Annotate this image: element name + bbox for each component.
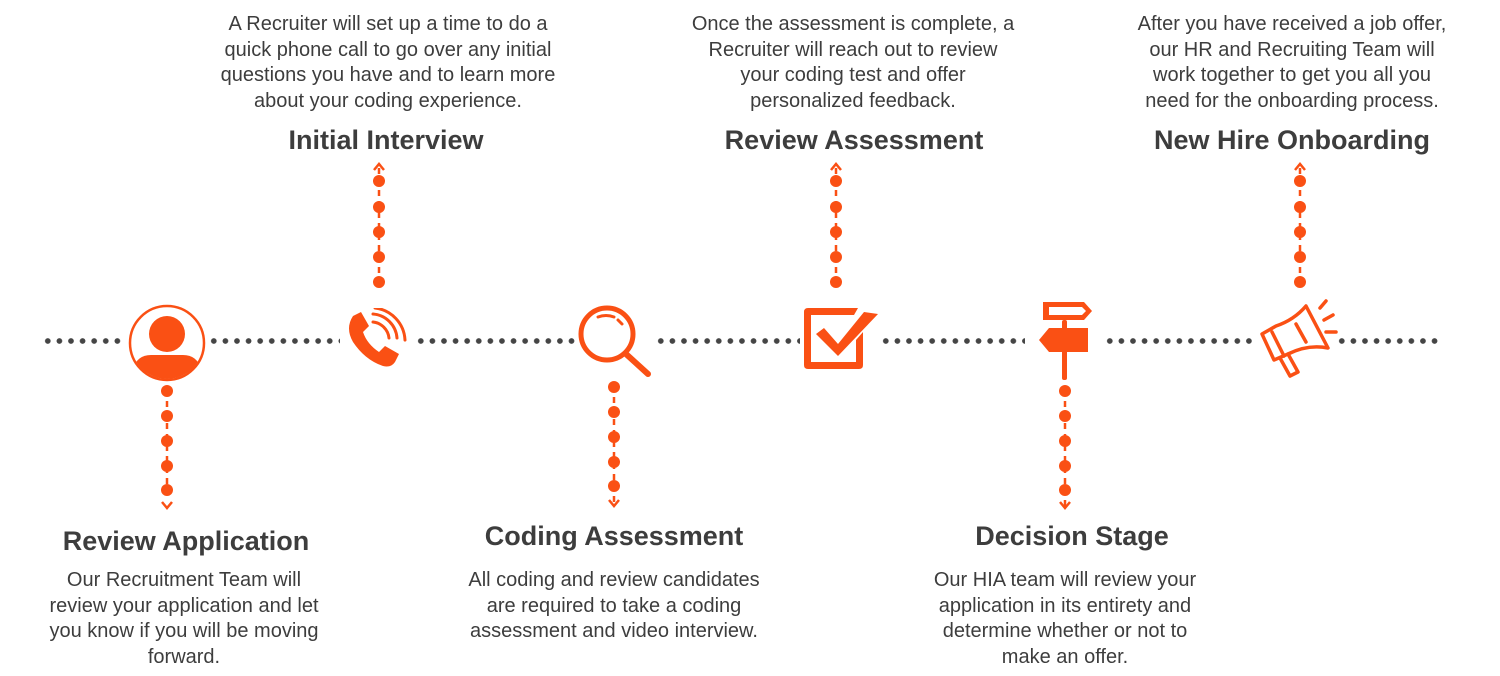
checkbox-icon	[804, 308, 878, 369]
description-line: your coding test and offer	[740, 64, 966, 86]
timeline-segment	[208, 338, 340, 344]
timeline-segment	[1104, 338, 1256, 344]
step-description: Our HIA team will review your applicatio…	[934, 568, 1196, 670]
description-line: make an offer.	[1001, 645, 1129, 668]
description-line: Our HIA team will review your	[933, 569, 1197, 591]
description-line: our HR and Recruiting Team will	[1149, 38, 1435, 61]
connector-arrow-up	[1294, 162, 1306, 288]
timeline-segment	[415, 338, 575, 344]
description-line: A Recruiter will set up a time to do a	[228, 13, 548, 35]
description-line: determine whether or not to	[942, 620, 1188, 642]
step-description: Our Recruitment Team will review your ap…	[49, 568, 318, 670]
step-description: Once the assessment is complete, a Recru…	[692, 12, 1014, 114]
description-line: Our Recruitment Team will	[66, 569, 302, 591]
step-description: A Recruiter will set up a time to do a q…	[221, 12, 556, 114]
step-title: Review Application	[62, 526, 310, 556]
description-line: about your coding experience.	[254, 89, 522, 112]
step-title: Decision Stage	[975, 521, 1169, 551]
signpost-icon	[1039, 302, 1092, 380]
timeline-segment	[880, 338, 1025, 344]
description-line: forward.	[147, 645, 221, 668]
connector-arrow-up	[373, 162, 385, 288]
phone-icon	[349, 308, 407, 367]
description-line: Recruiter will reach out to review	[708, 38, 998, 61]
connector-arrow-up	[830, 162, 842, 288]
step-title: Initial Interview	[288, 125, 484, 155]
description-line: assessment and video interview.	[470, 620, 758, 642]
step-description: After you have received a job offer, our…	[1138, 12, 1447, 114]
timeline-segment	[1336, 338, 1438, 344]
connector-arrow-down	[161, 385, 173, 510]
connector-arrow-down	[608, 381, 620, 508]
timeline-segment	[42, 338, 124, 344]
description-line: work together to get you all you	[1153, 64, 1431, 86]
description-line: need for the onboarding process.	[1145, 89, 1439, 112]
description-line: are required to take a coding	[486, 594, 742, 617]
description-line: quick phone call to go over any initial	[224, 38, 552, 61]
magnifier-icon	[578, 305, 651, 377]
timeline-segment	[655, 338, 800, 344]
description-line: All coding and review candidates	[468, 569, 760, 591]
step-title: Coding Assessment	[484, 521, 744, 551]
description-line: After you have received a job offer,	[1137, 13, 1447, 35]
description-line: review your application and let	[49, 594, 319, 617]
description-line: you know if you will be moving	[49, 620, 319, 642]
step-title: New Hire Onboarding	[1153, 125, 1431, 155]
description-line: application in its entirety and	[938, 594, 1192, 617]
megaphone-icon	[1260, 299, 1338, 378]
connector-arrow-down	[1059, 385, 1071, 510]
user-icon	[128, 304, 206, 382]
description-line: personalized feedback.	[750, 89, 956, 112]
description-line: Once the assessment is complete, a	[691, 13, 1015, 35]
step-title: Review Assessment	[724, 125, 984, 155]
description-line: questions you have and to learn more	[220, 64, 556, 86]
step-description: All coding and review candidates are req…	[468, 568, 759, 645]
